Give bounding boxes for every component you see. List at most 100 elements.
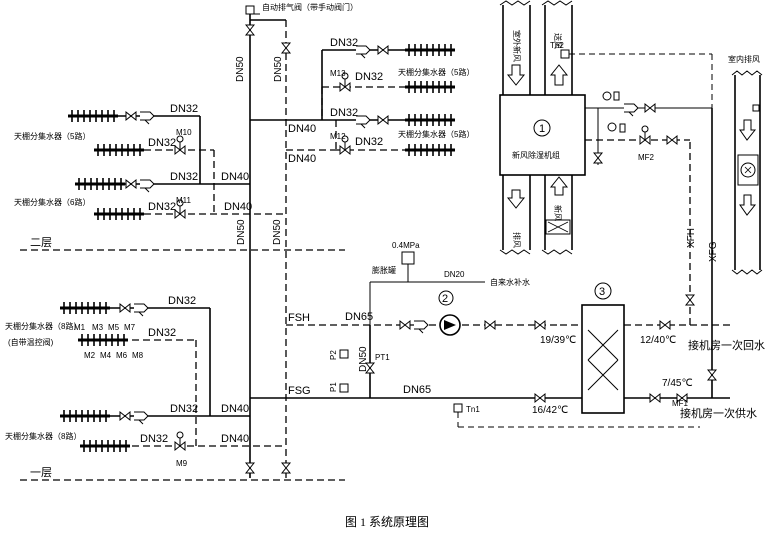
riser-valve-icon — [245, 24, 255, 36]
svg-text:M6: M6 — [116, 351, 128, 360]
strainer-icon — [139, 179, 155, 193]
manifold-label: 天棚分集水器（6路） — [14, 197, 90, 207]
pipe-size-label: DN32 — [355, 136, 383, 148]
valve-icon — [125, 179, 137, 189]
valve-icon — [377, 115, 389, 125]
manifold-icon — [58, 408, 112, 424]
auto-vent-label: 自动排气阀（带手动阀门） — [262, 2, 358, 12]
manifold-icon — [66, 108, 120, 124]
pipe-size-label: DN32 — [355, 71, 383, 83]
svg-text:M4: M4 — [100, 351, 112, 360]
strainer-icon — [623, 103, 639, 117]
valve-tag: M9 — [176, 459, 188, 468]
manifold-icon — [92, 206, 146, 222]
valve-icon — [707, 369, 717, 381]
fsg-label: FSG — [288, 385, 311, 397]
outdoor-air-label: 室外新风 — [512, 30, 522, 62]
hx-temp-label: 16/42℃ — [532, 405, 568, 416]
dn50-label: DN50 — [236, 219, 247, 245]
primary-supply-label: 接机房一次供水 — [680, 406, 757, 420]
riser-valve-icon — [245, 462, 255, 474]
manifold-icon — [403, 42, 457, 58]
dn50-label: DN50 — [272, 219, 283, 245]
manifold-icon — [58, 300, 112, 316]
arrow-down-icon — [739, 119, 757, 141]
valve-icon — [125, 111, 137, 121]
pipe-size-label: DN40 — [221, 403, 249, 415]
expansion-tank-label: 膨胀罐 — [372, 265, 396, 275]
manifold-label: 天棚分集水器（5路） — [398, 67, 474, 77]
valve-icon — [666, 135, 678, 145]
manifold-label: 天棚分集水器（8路） — [5, 321, 81, 331]
valve-icon — [593, 152, 603, 164]
pipe-size-label: DN65 — [403, 384, 431, 396]
p1-label: P1 — [329, 382, 338, 392]
floor-label-2: 二层 — [30, 236, 52, 249]
fresh-air-label: 新风 — [553, 205, 563, 221]
pipe-size-label: DN32 — [330, 37, 358, 49]
pipe-size-label: DN65 — [345, 311, 373, 323]
primary-return-label: 接机房一次回水 — [688, 338, 765, 352]
arrow-down-icon — [739, 194, 757, 216]
pipe-size-label: DN32 — [140, 433, 168, 445]
supply-air-label: 送风 — [553, 33, 563, 49]
pipe-size-label: DN40 — [221, 433, 249, 445]
manifold-icon — [403, 79, 457, 95]
strainer-icon — [133, 411, 149, 425]
m-labels-bottom: M2 M4 M6 M8 — [84, 351, 144, 360]
strainer-icon — [139, 111, 155, 125]
manifold-icon — [76, 332, 130, 348]
valve-icon — [644, 103, 656, 113]
indoor-exhaust-label: 室内排风 — [728, 54, 760, 64]
strainer-icon — [133, 303, 149, 317]
svg-text:M8: M8 — [132, 351, 144, 360]
motor-valve-icon — [174, 431, 186, 451]
motor-valve-icon — [174, 135, 186, 155]
hx-temp-label: 19/39℃ — [540, 335, 576, 346]
valve-icon — [685, 294, 695, 306]
valve-tag: M11 — [176, 196, 192, 205]
manifold-icon — [403, 142, 457, 158]
mf2-label: MF2 — [638, 153, 655, 162]
svg-text:M7: M7 — [124, 323, 136, 332]
expansion-tank-icon — [401, 251, 415, 265]
svg-text:M1: M1 — [74, 323, 86, 332]
valve-icon — [119, 303, 131, 313]
valve-icon — [399, 320, 411, 330]
arrow-up-icon — [549, 64, 569, 86]
auto-vent-icon — [245, 5, 255, 15]
arrow-down-icon — [506, 189, 526, 209]
pipe-size-label: DN40 — [224, 201, 252, 213]
valve-tag: M12 — [330, 132, 346, 141]
xfh-label: XFH — [686, 228, 697, 248]
dn50-label: DN50 — [273, 56, 284, 82]
manifold-icon — [78, 438, 132, 454]
pipe-size-label: DN32 — [148, 201, 176, 213]
fsh-label: FSH — [288, 312, 310, 324]
valve-tag: M13 — [330, 69, 346, 78]
manifold-label: 天棚分集水器（5路） — [14, 131, 90, 141]
strainer-icon — [413, 320, 429, 334]
svg-text:M5: M5 — [108, 323, 120, 332]
valve-icon — [534, 393, 546, 403]
pipe-size-label: DN32 — [330, 107, 358, 119]
gauge-icon — [607, 122, 617, 132]
primary-temp-label: 7/45℃ — [662, 378, 693, 389]
xfg-label: XFG — [708, 241, 719, 262]
arrow-down-icon — [506, 64, 526, 86]
thermostat-note: (自带温控阀) — [8, 337, 54, 347]
figure-caption: 图 1 系统原理图 — [345, 515, 429, 529]
dn20-label: DN20 — [444, 270, 465, 279]
pipe-size-label: DN32 — [148, 327, 176, 339]
pressure-label: 0.4MPa — [392, 241, 420, 250]
pipe-size-label: DN40 — [288, 153, 316, 165]
manifold-icon — [403, 112, 457, 128]
valve-icon — [377, 45, 389, 55]
svg-text:M3: M3 — [92, 323, 104, 332]
valve-icon — [119, 411, 131, 421]
tap-water-label: 自来水补水 — [490, 277, 530, 287]
ahu-number: 1 — [539, 123, 545, 135]
manifold-label: 天棚分集水器（8路） — [5, 431, 81, 441]
